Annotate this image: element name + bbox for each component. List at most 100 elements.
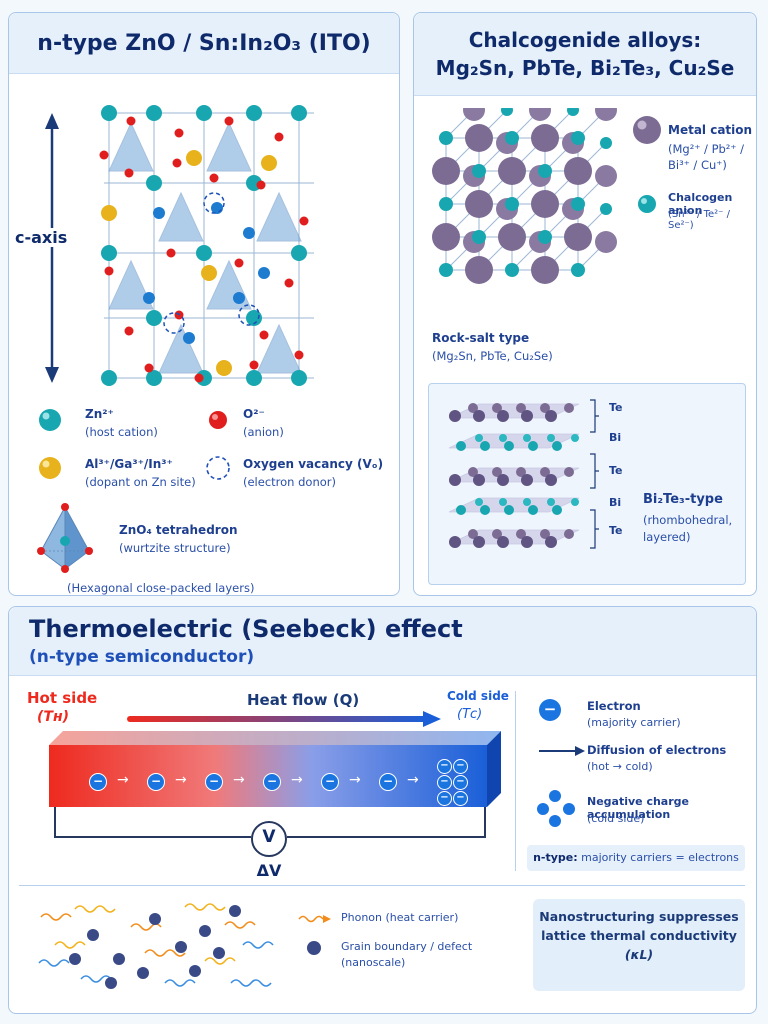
bi-atom — [475, 434, 483, 442]
te-atom — [521, 474, 533, 486]
chalcogen-anion — [600, 203, 612, 215]
nano-line-3: (κL) — [624, 947, 654, 962]
electron-carrier: − — [205, 773, 223, 791]
electron-carrier: − — [437, 759, 452, 774]
metal-cation-name: Metal cation — [668, 123, 753, 137]
zn-ion — [291, 245, 307, 261]
cold-side-symbol: (Tᴄ) — [457, 707, 483, 722]
metal-cation — [465, 124, 493, 152]
electron-legend-icon: − — [539, 699, 561, 721]
o-ion — [256, 180, 266, 190]
te-atom — [516, 529, 526, 539]
chalcogen-anion — [439, 197, 453, 211]
metal-cation — [465, 256, 493, 284]
te-atom — [545, 536, 557, 548]
chalcogen-anion — [505, 131, 519, 145]
chalcogen-anion — [501, 108, 513, 116]
o-ion — [166, 248, 176, 258]
zn-ion — [101, 370, 117, 386]
layer-braces — [590, 399, 599, 549]
metal-cation — [531, 256, 559, 284]
zn-ion — [246, 370, 262, 386]
o-ion — [124, 326, 134, 336]
o-ion — [209, 173, 219, 183]
o-ion — [249, 360, 259, 370]
o-ion — [224, 116, 234, 126]
charge-cluster-icon — [537, 790, 575, 827]
te-atom — [492, 529, 502, 539]
bi-atom — [552, 505, 562, 515]
te-atom — [473, 536, 485, 548]
vacancy-legend-desc: (electron donor) — [243, 475, 336, 489]
zno4-tetrahedron — [108, 121, 154, 172]
chalcogen-anion — [505, 263, 519, 277]
rock-salt-lattice — [432, 108, 617, 284]
nanostructuring-box: Nanostructuring suppresses lattice therm… — [533, 899, 745, 991]
te-atom — [468, 467, 478, 477]
oxygen-vacancy — [238, 304, 260, 326]
c-axis-arrow — [45, 113, 59, 383]
o-ion — [124, 168, 134, 178]
dopant-legend-name: Al³⁺/Ga³⁺/In³⁺ — [85, 457, 173, 471]
metal-cation — [463, 108, 485, 121]
semiconductor-bar — [49, 731, 501, 807]
zn-ion — [101, 245, 117, 261]
metal-cation — [595, 108, 617, 121]
o-ion — [172, 158, 182, 168]
seebeck-subtitle: (n-type semiconductor) — [29, 647, 255, 667]
zn-ion — [101, 105, 117, 121]
te-atom — [449, 410, 461, 422]
tetrahedron-icon — [37, 503, 93, 573]
te-atom — [468, 529, 478, 539]
bi-atom — [552, 441, 562, 451]
o-ion — [174, 128, 184, 138]
te-atom — [473, 474, 485, 486]
te-atom — [540, 467, 550, 477]
grain-desc: (nanoscale) — [341, 956, 406, 969]
electron-carrier: − — [437, 791, 452, 806]
ntype-bold: n-type: — [533, 851, 578, 864]
layer-label-bi-1: Bi — [609, 431, 622, 444]
bi2te3-desc: (rhombohedral, layered) — [643, 513, 733, 544]
dopant-legend-desc: (dopant on Zn site) — [85, 475, 196, 489]
oxygen-vacancy — [163, 312, 185, 334]
zno4-tetrahedron — [108, 259, 154, 310]
diffusion-arrow: → — [233, 772, 245, 788]
voltmeter-symbol: V — [262, 827, 276, 847]
hot-side-symbol: (Tʜ) — [37, 709, 70, 725]
metal-cation — [531, 190, 559, 218]
zno-caption: (Hexagonal close-packed layers) — [67, 581, 255, 595]
electron-carrier: − — [321, 773, 339, 791]
metal-cation — [529, 108, 551, 121]
delta-v-label: ΔV — [256, 861, 282, 880]
zn-ion — [143, 292, 155, 304]
zn-ion — [258, 267, 270, 279]
electron-carrier: − — [147, 773, 165, 791]
bi-atom — [499, 498, 507, 506]
horizontal-separator — [19, 885, 745, 886]
metal-cation — [432, 157, 460, 185]
te-atom — [516, 403, 526, 413]
dopant-ion — [101, 205, 117, 221]
dopant-ion — [186, 150, 202, 166]
zno4-tetrahedron — [256, 191, 302, 242]
o-ion — [144, 363, 154, 373]
dopant-ion — [261, 155, 277, 171]
te-atom — [497, 474, 509, 486]
bi-atom — [504, 441, 514, 451]
electron-carrier: − — [437, 775, 452, 790]
o-ion — [234, 258, 244, 268]
zn-ion — [146, 105, 162, 121]
te-atom — [516, 467, 526, 477]
metal-cation — [595, 165, 617, 187]
zn-ion — [291, 105, 307, 121]
ntype-box: n-type: majority carriers = electrons — [527, 845, 745, 871]
diffusion-arrow: → — [175, 772, 187, 788]
seebeck-title: Thermoelectric (Seebeck) effect — [29, 615, 463, 643]
nano-line-2: lattice thermal conductivity — [541, 928, 737, 943]
te-atom — [492, 467, 502, 477]
o-ion — [104, 266, 114, 276]
zno4-tetrahedron — [158, 323, 204, 374]
te-atom — [545, 410, 557, 422]
chalcogen-anion-icon — [638, 195, 656, 213]
